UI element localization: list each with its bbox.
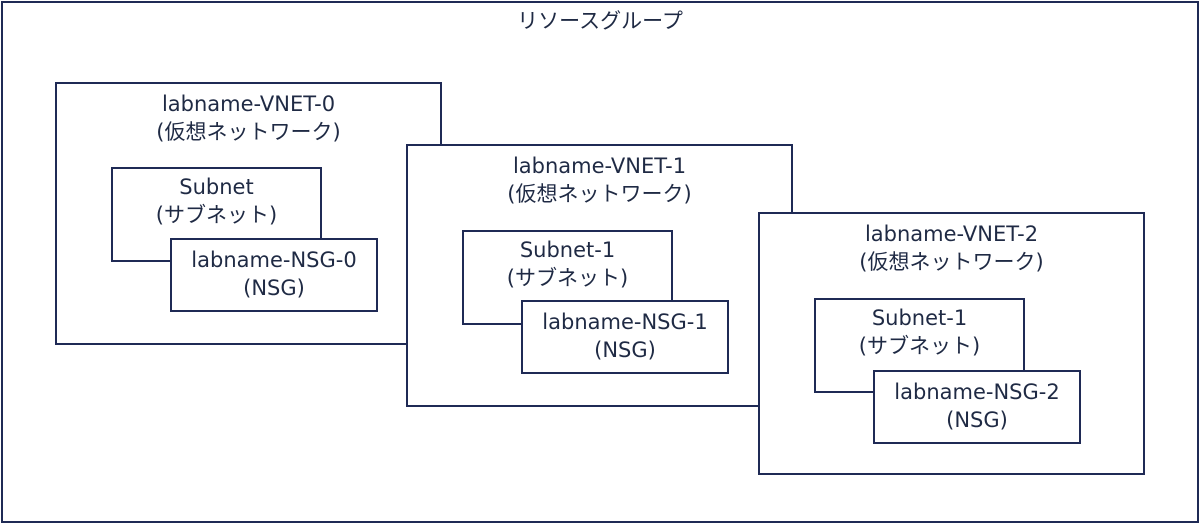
subnet-0-type: (サブネット) [155, 203, 278, 227]
vnet-2-name: labname-VNET-2 [864, 222, 1039, 246]
nsg-1-type: (NSG) [594, 338, 656, 362]
vnet-1-label: labname-VNET-1 (仮想ネットワーク) [408, 152, 791, 208]
nsg-2-box: labname-NSG-2 (NSG) [873, 370, 1081, 444]
vnet-0-name: labname-VNET-0 [161, 92, 336, 116]
vnet-2-label: labname-VNET-2 (仮想ネットワーク) [760, 220, 1143, 276]
subnet-2-name: Subnet-1 [871, 306, 968, 330]
nsg-2-name: labname-NSG-2 [894, 380, 1060, 404]
vnet-0-label: labname-VNET-0 (仮想ネットワーク) [57, 90, 440, 146]
vnet-1-type: (仮想ネットワーク) [507, 182, 692, 206]
nsg-0-box: labname-NSG-0 (NSG) [170, 238, 378, 312]
vnet-0-type: (仮想ネットワーク) [156, 120, 341, 144]
subnet-2-label: Subnet-1 (サブネット) [816, 304, 1023, 360]
nsg-2-type: (NSG) [946, 408, 1008, 432]
nsg-1-label: labname-NSG-1 (NSG) [523, 308, 727, 364]
nsg-0-type: (NSG) [243, 276, 305, 300]
resource-group-title: リソースグループ [517, 9, 683, 33]
vnet-1-name: labname-VNET-1 [512, 154, 687, 178]
nsg-0-label: labname-NSG-0 (NSG) [172, 246, 376, 302]
subnet-1-label: Subnet-1 (サブネット) [464, 236, 671, 292]
nsg-1-box: labname-NSG-1 (NSG) [521, 300, 729, 374]
subnet-1-type: (サブネット) [506, 266, 629, 290]
subnet-0-label: Subnet (サブネット) [113, 173, 320, 229]
vnet-2-type: (仮想ネットワーク) [859, 250, 1044, 274]
resource-group-label: リソースグループ [3, 7, 1197, 35]
nsg-2-label: labname-NSG-2 (NSG) [875, 378, 1079, 434]
nsg-0-name: labname-NSG-0 [191, 248, 357, 272]
subnet-0-name: Subnet [179, 175, 254, 199]
nsg-1-name: labname-NSG-1 [542, 310, 708, 334]
subnet-2-type: (サブネット) [858, 334, 981, 358]
subnet-1-name: Subnet-1 [519, 238, 616, 262]
